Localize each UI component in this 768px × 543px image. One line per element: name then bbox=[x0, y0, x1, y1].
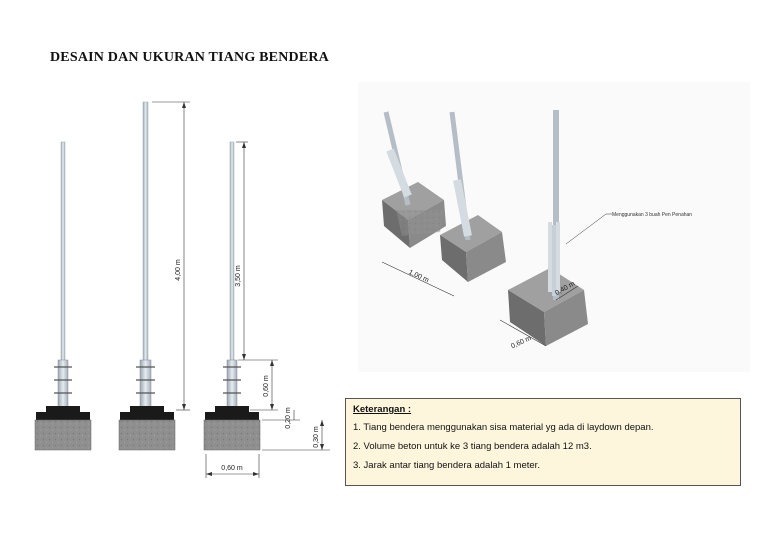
dim-base-top: 0,20 m bbox=[285, 407, 292, 429]
note-item-1: 1. Tiang bendera menggunakan sisa materi… bbox=[353, 422, 654, 433]
dim-height-tall: 4,00 m bbox=[175, 259, 182, 281]
elevation-pole-3 bbox=[203, 141, 330, 478]
callout-text: Menggunakan 3 buah Pen Penahan bbox=[612, 212, 692, 218]
note-item-2: 2. Volume beton untuk ke 3 tiang bendera… bbox=[353, 441, 592, 452]
render-3d bbox=[358, 82, 750, 372]
elevation-pole-2 bbox=[118, 101, 190, 451]
notes-heading: Keterangan : bbox=[353, 404, 412, 415]
page-title: DESAIN DAN UKURAN TIANG BENDERA bbox=[50, 50, 329, 65]
dim-base-bottom: 0,30 m bbox=[313, 426, 320, 448]
dim-height-mid: 3,50 m bbox=[235, 265, 242, 287]
notes-box: Keterangan : 1. Tiang bendera menggunaka… bbox=[345, 398, 741, 486]
note-item-3: 3. Jarak antar tiang bendera adalah 1 me… bbox=[353, 460, 540, 471]
dim-base-width: 0,60 m bbox=[221, 465, 243, 472]
elevation-pole-1 bbox=[34, 141, 92, 451]
dim-pipe-embed: 0,60 m bbox=[263, 375, 270, 397]
